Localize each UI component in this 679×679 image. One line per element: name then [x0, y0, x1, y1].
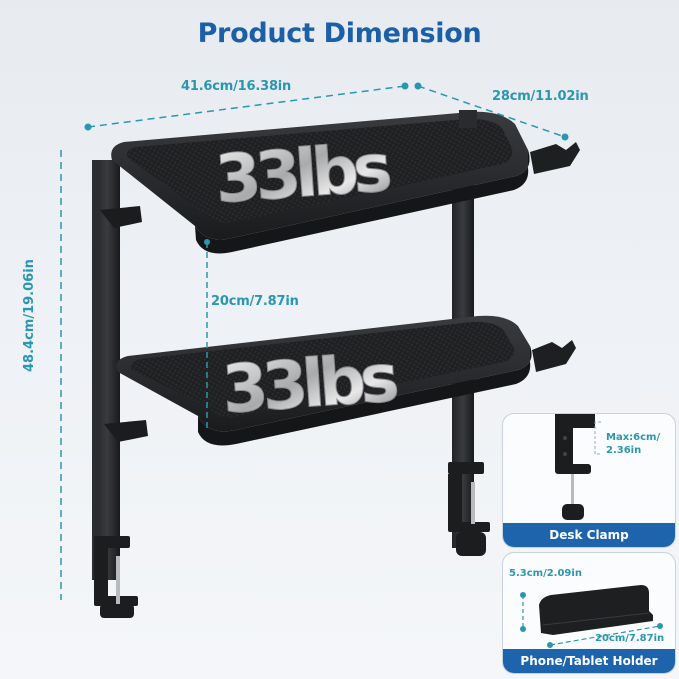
right-clamp	[448, 462, 490, 556]
phone-holder-image	[520, 585, 663, 648]
depth-dimension-line	[414, 82, 569, 141]
shelf-gap-dimension: 20cm/7.87in	[211, 294, 299, 309]
phone-holder-card: 5.3cm/2.09in 20cm/7.87in Phone/Tablet Ho…	[502, 552, 676, 674]
page-title: Product Dimension	[197, 18, 482, 49]
top-capacity-label: 33lbs	[213, 129, 393, 218]
shelf-gap-dimension-line	[204, 239, 210, 428]
clamp-max-note-1: Max:6cm/	[606, 432, 661, 443]
height-dimension: 48.4cm/19.06in	[22, 259, 37, 372]
bottom-capacity-label: 33lbs	[220, 339, 400, 428]
desk-clamp-card: Max:6cm/ 2.36in Desk Clamp	[502, 413, 676, 548]
clamp-max-note-2: 2.36in	[606, 445, 642, 456]
holder-height-dimension: 5.3cm/2.09in	[509, 568, 582, 579]
width-dimension: 41.6cm/16.38in	[181, 79, 292, 94]
holder-width-dimension: 20cm/7.87in	[595, 633, 665, 644]
left-clamp	[94, 536, 138, 618]
desk-clamp-image	[555, 414, 601, 520]
depth-dimension: 28cm/11.02in	[492, 89, 589, 104]
desk-clamp-label: Desk Clamp	[503, 523, 675, 547]
phone-holder-label: Phone/Tablet Holder	[503, 649, 675, 673]
width-dimension-line	[84, 82, 409, 131]
top-shelf: 33lbs	[100, 110, 580, 254]
bottom-shelf: 33lbs	[104, 315, 576, 446]
